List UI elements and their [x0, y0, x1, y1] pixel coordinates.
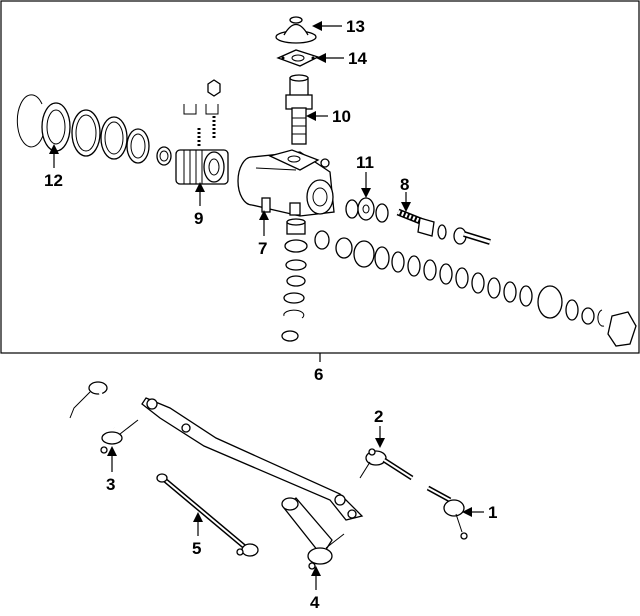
part-7-gear-housing — [237, 149, 335, 217]
part-3-idler-arm — [69, 381, 139, 454]
callout-10: 10 — [332, 107, 351, 126]
part-14-gasket — [276, 49, 320, 67]
lower-seal-stack — [281, 218, 308, 342]
diagonal-seal-stack — [314, 230, 637, 347]
callout-7: 7 — [258, 239, 267, 258]
callout-5: 5 — [192, 539, 201, 558]
callout-11: 11 — [356, 153, 374, 172]
part-13-cap — [275, 16, 317, 44]
retaining-clips — [183, 79, 221, 148]
callout-1: 1 — [488, 503, 497, 522]
callout-6: 6 — [314, 365, 323, 384]
callout-8: 8 — [400, 175, 409, 194]
part-1-outer-tie-rod-end — [426, 485, 468, 540]
part-6-center-link — [141, 397, 364, 521]
part-5-tie-rod — [156, 473, 259, 557]
callout-leaders — [49, 21, 484, 590]
callout-12: 12 — [44, 171, 63, 190]
part-8-worm-shaft — [396, 208, 491, 245]
part-9-rack-piston — [175, 149, 229, 185]
callout-4: 4 — [310, 593, 320, 612]
callout-13: 13 — [346, 17, 365, 36]
part-11-adjuster-nut — [345, 197, 389, 223]
part-4-pitman-arm — [281, 497, 345, 570]
part-12-seal-stack — [16, 94, 172, 166]
part-10-shaft — [285, 74, 313, 145]
callout-14: 14 — [348, 49, 367, 68]
callout-9: 9 — [194, 209, 203, 228]
callout-2: 2 — [374, 407, 383, 426]
part-2-tie-rod-end — [359, 448, 414, 481]
callout-3: 3 — [106, 475, 115, 494]
